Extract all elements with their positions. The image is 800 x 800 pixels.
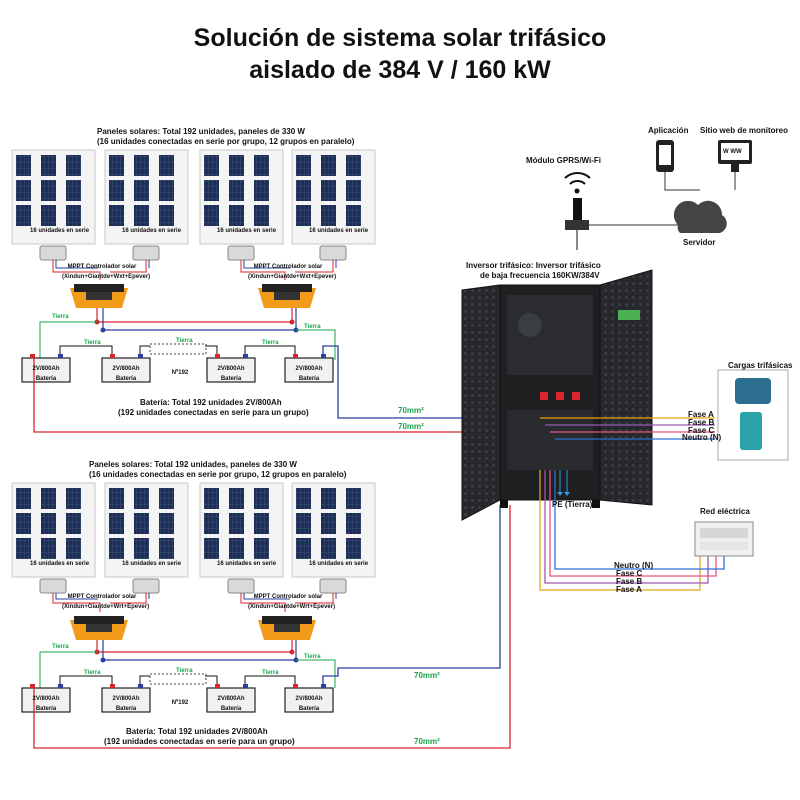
- control-board: [618, 310, 640, 320]
- combiner-box-4: [319, 245, 347, 261]
- panel-array-bottom: [11, 482, 376, 612]
- load-phase-a: Fase A: [688, 410, 714, 419]
- cable-label-top-2: 70mm²: [398, 422, 424, 431]
- string-label-2: 16 unidades en serie: [122, 228, 182, 234]
- grid-title: Red eléctrica: [700, 507, 750, 516]
- motor-icon: [735, 378, 771, 404]
- inverter-cabinet: [461, 269, 653, 521]
- earth-label-top-4: Tierra: [176, 338, 193, 344]
- pe-label: PE (Tierra): [552, 500, 593, 509]
- monitoring-system: [564, 140, 752, 250]
- three-phase-loads: [717, 369, 789, 461]
- battery-total-top: Batería: Total 192 unidades 2V/800Ah (19…: [118, 398, 309, 417]
- battery-bank-top: [21, 343, 334, 383]
- load-phase-c: Fase C: [688, 426, 715, 435]
- grid-neutral: Neutro (N): [614, 561, 654, 570]
- title-line-2: aislado de 384 V / 160 kW: [249, 56, 551, 84]
- mppt-label-bottom-2: MPPT Controlador solar (Xindun+Giantde+W…: [248, 594, 336, 610]
- combiner-box-8: [319, 578, 347, 594]
- mppt-label-top-1: MPPT Controlador solar (Xindun+Giantde+W…: [62, 264, 151, 280]
- grid-phase-a: Fase A: [616, 585, 642, 594]
- gprs-label: Módulo GPRS/Wi-Fi: [526, 156, 602, 165]
- string-label-7: 16 unidades en serie: [217, 561, 277, 567]
- combiner-box-1: [39, 245, 67, 261]
- cloud-server-icon: [673, 200, 727, 233]
- load-phase-b: Fase B: [688, 418, 715, 427]
- earth-label-bottom-1: Tierra: [52, 644, 69, 650]
- app-label: Aplicación: [648, 126, 689, 135]
- earth-label-top-5: Tierra: [262, 340, 279, 346]
- panel-string-8: [291, 482, 376, 578]
- page-title: Solución de sistema solar trifásico aisl…: [0, 22, 800, 86]
- panels-label-bottom: Paneles solares: Total 192 unidades, pan…: [89, 460, 347, 479]
- combiner-box-2: [132, 245, 160, 261]
- battery-count-top: Nº192: [171, 370, 189, 376]
- earth-label-bottom-4: Tierra: [176, 668, 193, 674]
- gprs-antenna-icon: [573, 198, 582, 220]
- battery-total-bottom: Batería: Total 192 unidades 2V/800Ah (19…: [104, 727, 295, 746]
- earth-label-bottom-2: Tierra: [304, 654, 321, 660]
- panel-string-1: [11, 149, 96, 245]
- combiner-box-5: [39, 578, 67, 594]
- mppt-controller-bottom-2: [258, 616, 316, 640]
- string-label-6: 16 unidades en serie: [122, 561, 182, 567]
- battery-count-bottom: Nº192: [171, 700, 189, 706]
- web-screen-text: W WW: [723, 149, 742, 155]
- combiner-box-3: [227, 245, 255, 261]
- loads-title: Cargas trifásicas: [728, 361, 793, 370]
- string-label-3: 16 unidades en serie: [217, 228, 277, 234]
- grid-distribution-box: [694, 521, 754, 557]
- cable-label-bottom-1: 70mm²: [414, 671, 440, 680]
- inverter-label: Inversor trifásico: Inversor trifásico d…: [466, 261, 601, 280]
- combiner-box-6: [132, 578, 160, 594]
- web-label: Sitio web de monitoreo: [700, 126, 789, 135]
- mppt-controller-bottom-1: [70, 616, 128, 640]
- combiner-box-7: [227, 578, 255, 594]
- earth-label-bottom-3: Tierra: [84, 670, 101, 676]
- server-label: Servidor: [683, 238, 716, 247]
- panel-string-3: [199, 149, 284, 245]
- string-label-4: 16 unidades en serie: [309, 228, 369, 234]
- panel-string-4: [291, 149, 376, 245]
- panel-string-7: [199, 482, 284, 578]
- string-label-1: 16 unidades en serie: [30, 228, 90, 234]
- load-neutral: Neutro (N): [682, 433, 722, 442]
- cable-label-top-1: 70mm²: [398, 406, 424, 415]
- mppt-label-bottom-1: MPPT Controlador solar (Xindun+Giantde+W…: [62, 594, 150, 610]
- earth-label-top-1: Tierra: [52, 314, 69, 320]
- title-line-1: Solución de sistema solar trifásico: [193, 24, 607, 52]
- panel-string-6: [104, 482, 189, 578]
- panels-label-top: Paneles solares: Total 192 unidades, pan…: [97, 127, 355, 146]
- wifi-icon: [564, 171, 591, 179]
- mppt-controller-top-1: [70, 284, 128, 308]
- pump-icon: [740, 412, 762, 450]
- cable-label-bottom-2: 70mm²: [414, 737, 440, 746]
- panel-array-top: [11, 149, 376, 280]
- battery-bank-bottom: [21, 673, 334, 713]
- panel-string-2: [104, 149, 189, 245]
- mppt-label-top-2: MPPT Controlador solar (Xindun+Giantde+W…: [248, 264, 337, 280]
- grid-phase-b: Fase B: [616, 577, 643, 586]
- string-label-5: 16 unidades en serie: [30, 561, 90, 567]
- earth-label-top-2: Tierra: [304, 324, 321, 330]
- earth-label-bottom-5: Tierra: [262, 670, 279, 676]
- earth-label-top-3: Tierra: [84, 340, 101, 346]
- string-label-8: 16 unidades en serie: [309, 561, 369, 567]
- grid-phase-c: Fase C: [616, 569, 643, 578]
- panel-string-5: [11, 482, 96, 578]
- mppt-controller-top-2: [258, 284, 316, 308]
